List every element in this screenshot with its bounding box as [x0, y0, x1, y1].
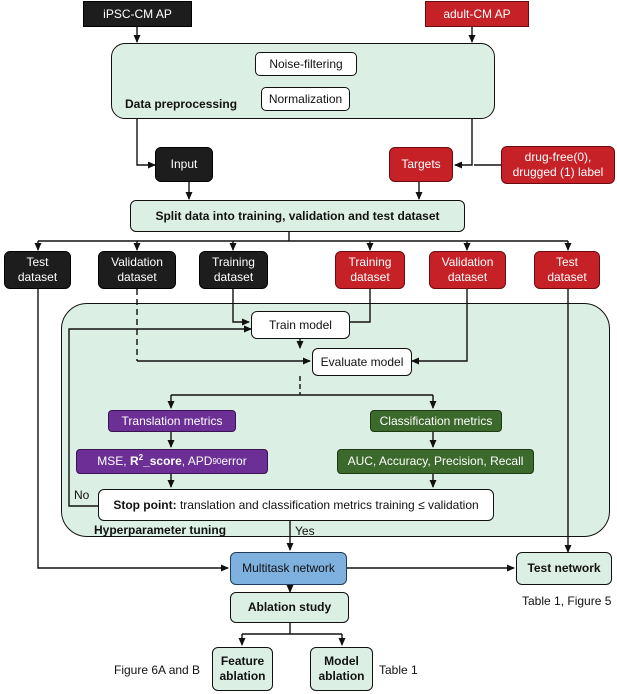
dataset-line2: dataset: [447, 270, 488, 284]
no-label: No: [74, 488, 90, 502]
multitask-network-label: Multitask network: [242, 561, 335, 575]
validation-dataset-input-node: Validation dataset: [98, 251, 176, 289]
normalization-label: Normalization: [268, 91, 343, 106]
noise-filtering-label: Noise-filtering: [269, 56, 343, 71]
stop-point-text: translation and classification metrics t…: [176, 497, 479, 512]
feature-ablation-line2: ablation: [219, 669, 266, 683]
model-ablation-reference: Table 1: [379, 663, 418, 677]
dataset-line1: Test: [555, 255, 578, 269]
translation-items-mse: MSE,: [97, 454, 127, 468]
stop-point-bold: Stop point:: [113, 497, 177, 512]
dataset-line2: dataset: [350, 270, 390, 284]
ipsc-cm-ap-node: iPSC-CM AP: [83, 1, 192, 27]
evaluate-model-node: Evaluate model: [312, 348, 412, 376]
model-ablation-line1: Model: [324, 654, 359, 668]
input-node: Input: [155, 147, 213, 182]
feature-ablation-reference: Figure 6A and B: [114, 663, 201, 677]
translation-metrics-label: Translation metrics: [121, 413, 223, 428]
model-ablation-line2: ablation: [318, 669, 365, 683]
adult-cm-ap-label: adult-CM AP: [443, 6, 511, 21]
train-model-node: Train model: [251, 311, 350, 339]
noise-filtering-node: Noise-filtering: [255, 52, 357, 76]
dataset-line2: dataset: [213, 270, 254, 284]
test-network-label: Test network: [527, 561, 601, 575]
dataset-line2: dataset: [17, 270, 58, 284]
classification-items-node: AUC, Accuracy, Precision, Recall: [337, 449, 534, 474]
test-network-reference: Table 1, Figure 5: [522, 594, 612, 608]
split-data-node: Split data into training, validation and…: [130, 200, 465, 232]
drug-label-node: drug-free(0), drugged (1) label: [501, 146, 615, 184]
ipsc-cm-ap-label: iPSC-CM AP: [103, 6, 172, 21]
test-network-node: Test network: [516, 552, 612, 585]
feature-ablation-line1: Feature: [220, 654, 265, 668]
r2-rest: _score: [143, 454, 182, 468]
dataset-line1: Test: [26, 255, 49, 269]
multitask-network-node: Multitask network: [230, 552, 347, 585]
training-dataset-input-node: Training dataset: [199, 251, 268, 289]
classification-items-label: AUC, Accuracy, Precision, Recall: [347, 454, 524, 468]
apd-sub: 90: [212, 456, 222, 466]
dataset-line1: Training: [348, 255, 392, 269]
adult-cm-ap-node: adult-CM AP: [425, 1, 529, 27]
dataset-line1: Validation: [441, 255, 494, 269]
evaluate-model-label: Evaluate model: [320, 354, 404, 369]
dataset-line2: dataset: [117, 270, 157, 284]
drug-label-line2: drugged (1) label: [512, 165, 604, 179]
dataset-line2: dataset: [547, 270, 587, 284]
apd-post: error: [221, 454, 247, 468]
translation-items-r2: R2_score: [130, 454, 182, 469]
translation-metrics-node: Translation metrics: [108, 410, 236, 432]
data-preprocessing-title: Data preprocessing: [125, 97, 238, 111]
classification-metrics-node: Classification metrics: [370, 410, 502, 432]
yes-label: Yes: [295, 524, 315, 538]
stop-point-node: Stop point: translation and classificati…: [98, 489, 494, 521]
input-label: Input: [170, 157, 198, 171]
dataset-line1: Validation: [111, 255, 163, 269]
train-model-label: Train model: [269, 317, 332, 332]
test-dataset-input-node: Test dataset: [4, 251, 71, 289]
dataset-line1: Training: [212, 255, 255, 269]
classification-metrics-label: Classification metrics: [379, 413, 493, 428]
drug-label-line1: drug-free(0),: [524, 150, 592, 164]
ablation-study-label: Ablation study: [247, 600, 332, 614]
r2-base: R: [129, 454, 139, 468]
apd-pre: , APD: [181, 454, 213, 468]
normalization-node: Normalization: [261, 87, 350, 111]
r2-sup: 2: [138, 453, 144, 462]
hyperparameter-tuning-label: Hyperparameter tuning: [94, 523, 227, 537]
split-data-label: Split data into training, validation and…: [155, 208, 440, 223]
targets-label: Targets: [401, 157, 441, 171]
model-ablation-node: Model ablation: [310, 647, 373, 691]
validation-dataset-target-node: Validation dataset: [429, 251, 506, 289]
test-dataset-target-node: Test dataset: [534, 251, 600, 289]
feature-ablation-node: Feature ablation: [212, 647, 273, 691]
ablation-study-node: Ablation study: [230, 592, 349, 623]
targets-node: Targets: [389, 147, 453, 182]
training-dataset-target-node: Training dataset: [335, 251, 405, 289]
